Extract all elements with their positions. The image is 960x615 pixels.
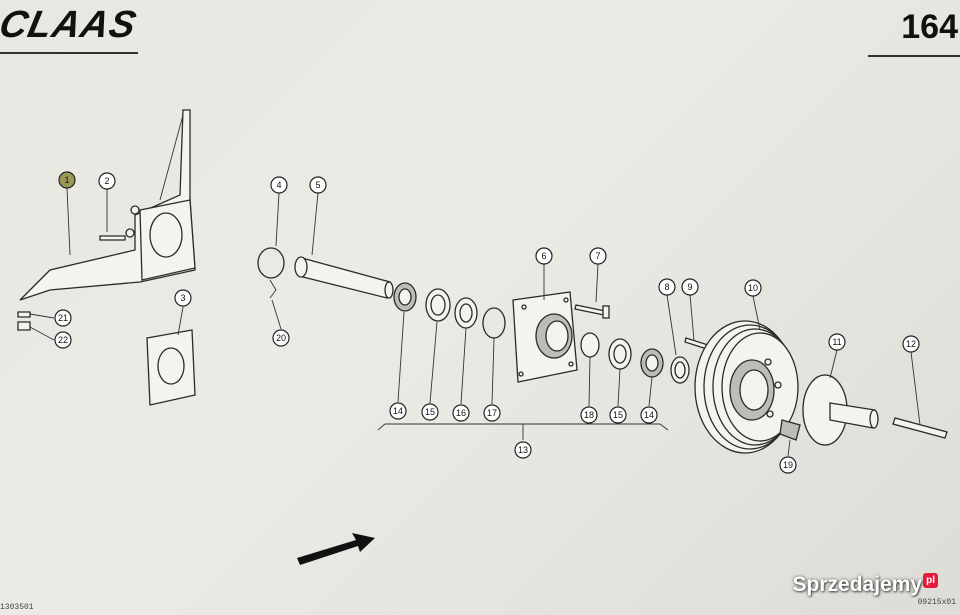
header-rule-right: [868, 55, 960, 57]
svg-text:22: 22: [58, 335, 68, 345]
callout-8: 8: [658, 278, 676, 296]
direction-arrow-icon: [297, 533, 375, 565]
svg-text:12: 12: [906, 339, 916, 349]
callout-9: 9: [681, 278, 699, 296]
bearing-set-right: [580, 332, 664, 378]
callout-7: 7: [589, 247, 607, 265]
callout-15b: 15: [609, 406, 627, 424]
callout-14a: 14: [389, 402, 407, 420]
svg-text:8: 8: [664, 282, 669, 292]
page-number: 164: [901, 8, 958, 46]
callout-13: 13: [514, 441, 532, 459]
callout-14b: 14: [640, 406, 658, 424]
svg-text:20: 20: [276, 333, 286, 343]
svg-text:6: 6: [541, 251, 546, 261]
callout-1: 1: [58, 171, 76, 189]
callout-10: 10: [744, 279, 762, 297]
part-12-rod: [892, 417, 948, 439]
small-hardware: [17, 235, 126, 331]
part-8-seal: [670, 356, 690, 384]
callout-5: 5: [309, 176, 327, 194]
svg-text:1: 1: [64, 175, 69, 185]
svg-text:4: 4: [276, 180, 281, 190]
drawing-code-left: 1303501: [0, 603, 34, 612]
svg-text:13: 13: [518, 445, 528, 455]
svg-text:21: 21: [58, 313, 68, 323]
callout-16: 16: [452, 404, 470, 422]
svg-text:7: 7: [595, 251, 600, 261]
callout-2: 2: [98, 172, 116, 190]
svg-text:15: 15: [425, 407, 435, 417]
callout-3: 3: [174, 289, 192, 307]
callout-19: 19: [779, 456, 797, 474]
callout-18: 18: [580, 406, 598, 424]
svg-text:11: 11: [832, 337, 841, 347]
svg-text:9: 9: [687, 282, 692, 292]
part-11-hub: [802, 374, 879, 446]
svg-text:17: 17: [487, 408, 497, 418]
svg-text:10: 10: [748, 283, 758, 293]
svg-text:2: 2: [104, 176, 109, 186]
part-6-housing: [512, 291, 578, 383]
part-4-ring: [257, 247, 285, 299]
part-19-belt: [779, 419, 801, 441]
callout-12: 12: [902, 335, 920, 353]
watermark-badge: pl: [923, 573, 938, 588]
watermark-text: Sprzedajemy: [792, 573, 923, 596]
callout-17: 17: [483, 404, 501, 422]
drawing-code-right: 09215x01: [917, 598, 956, 607]
callout-6: 6: [535, 247, 553, 265]
part-3-gasket: [146, 329, 196, 406]
part-10-pulley: [694, 320, 799, 454]
callout-4: 4: [270, 176, 288, 194]
header-rule-left: [0, 52, 138, 54]
svg-text:14: 14: [393, 406, 403, 416]
svg-text:5: 5: [315, 180, 320, 190]
svg-text:16: 16: [456, 408, 466, 418]
svg-text:3: 3: [180, 293, 185, 303]
svg-text:18: 18: [584, 410, 594, 420]
part-1-bracket: [19, 109, 196, 301]
svg-text:15: 15: [613, 410, 623, 420]
callout-20: 20: [272, 329, 290, 347]
svg-text:19: 19: [783, 460, 793, 470]
callout-22: 22: [54, 331, 72, 349]
bearing-set-left: [393, 282, 506, 339]
part-7-bolt: [574, 304, 610, 319]
callout-15a: 15: [421, 403, 439, 421]
part-5-shaft: [294, 256, 394, 299]
svg-text:14: 14: [644, 410, 654, 420]
leader-lines: [29, 187, 921, 457]
callout-21: 21: [54, 309, 72, 327]
callout-11: 11: [828, 333, 846, 351]
